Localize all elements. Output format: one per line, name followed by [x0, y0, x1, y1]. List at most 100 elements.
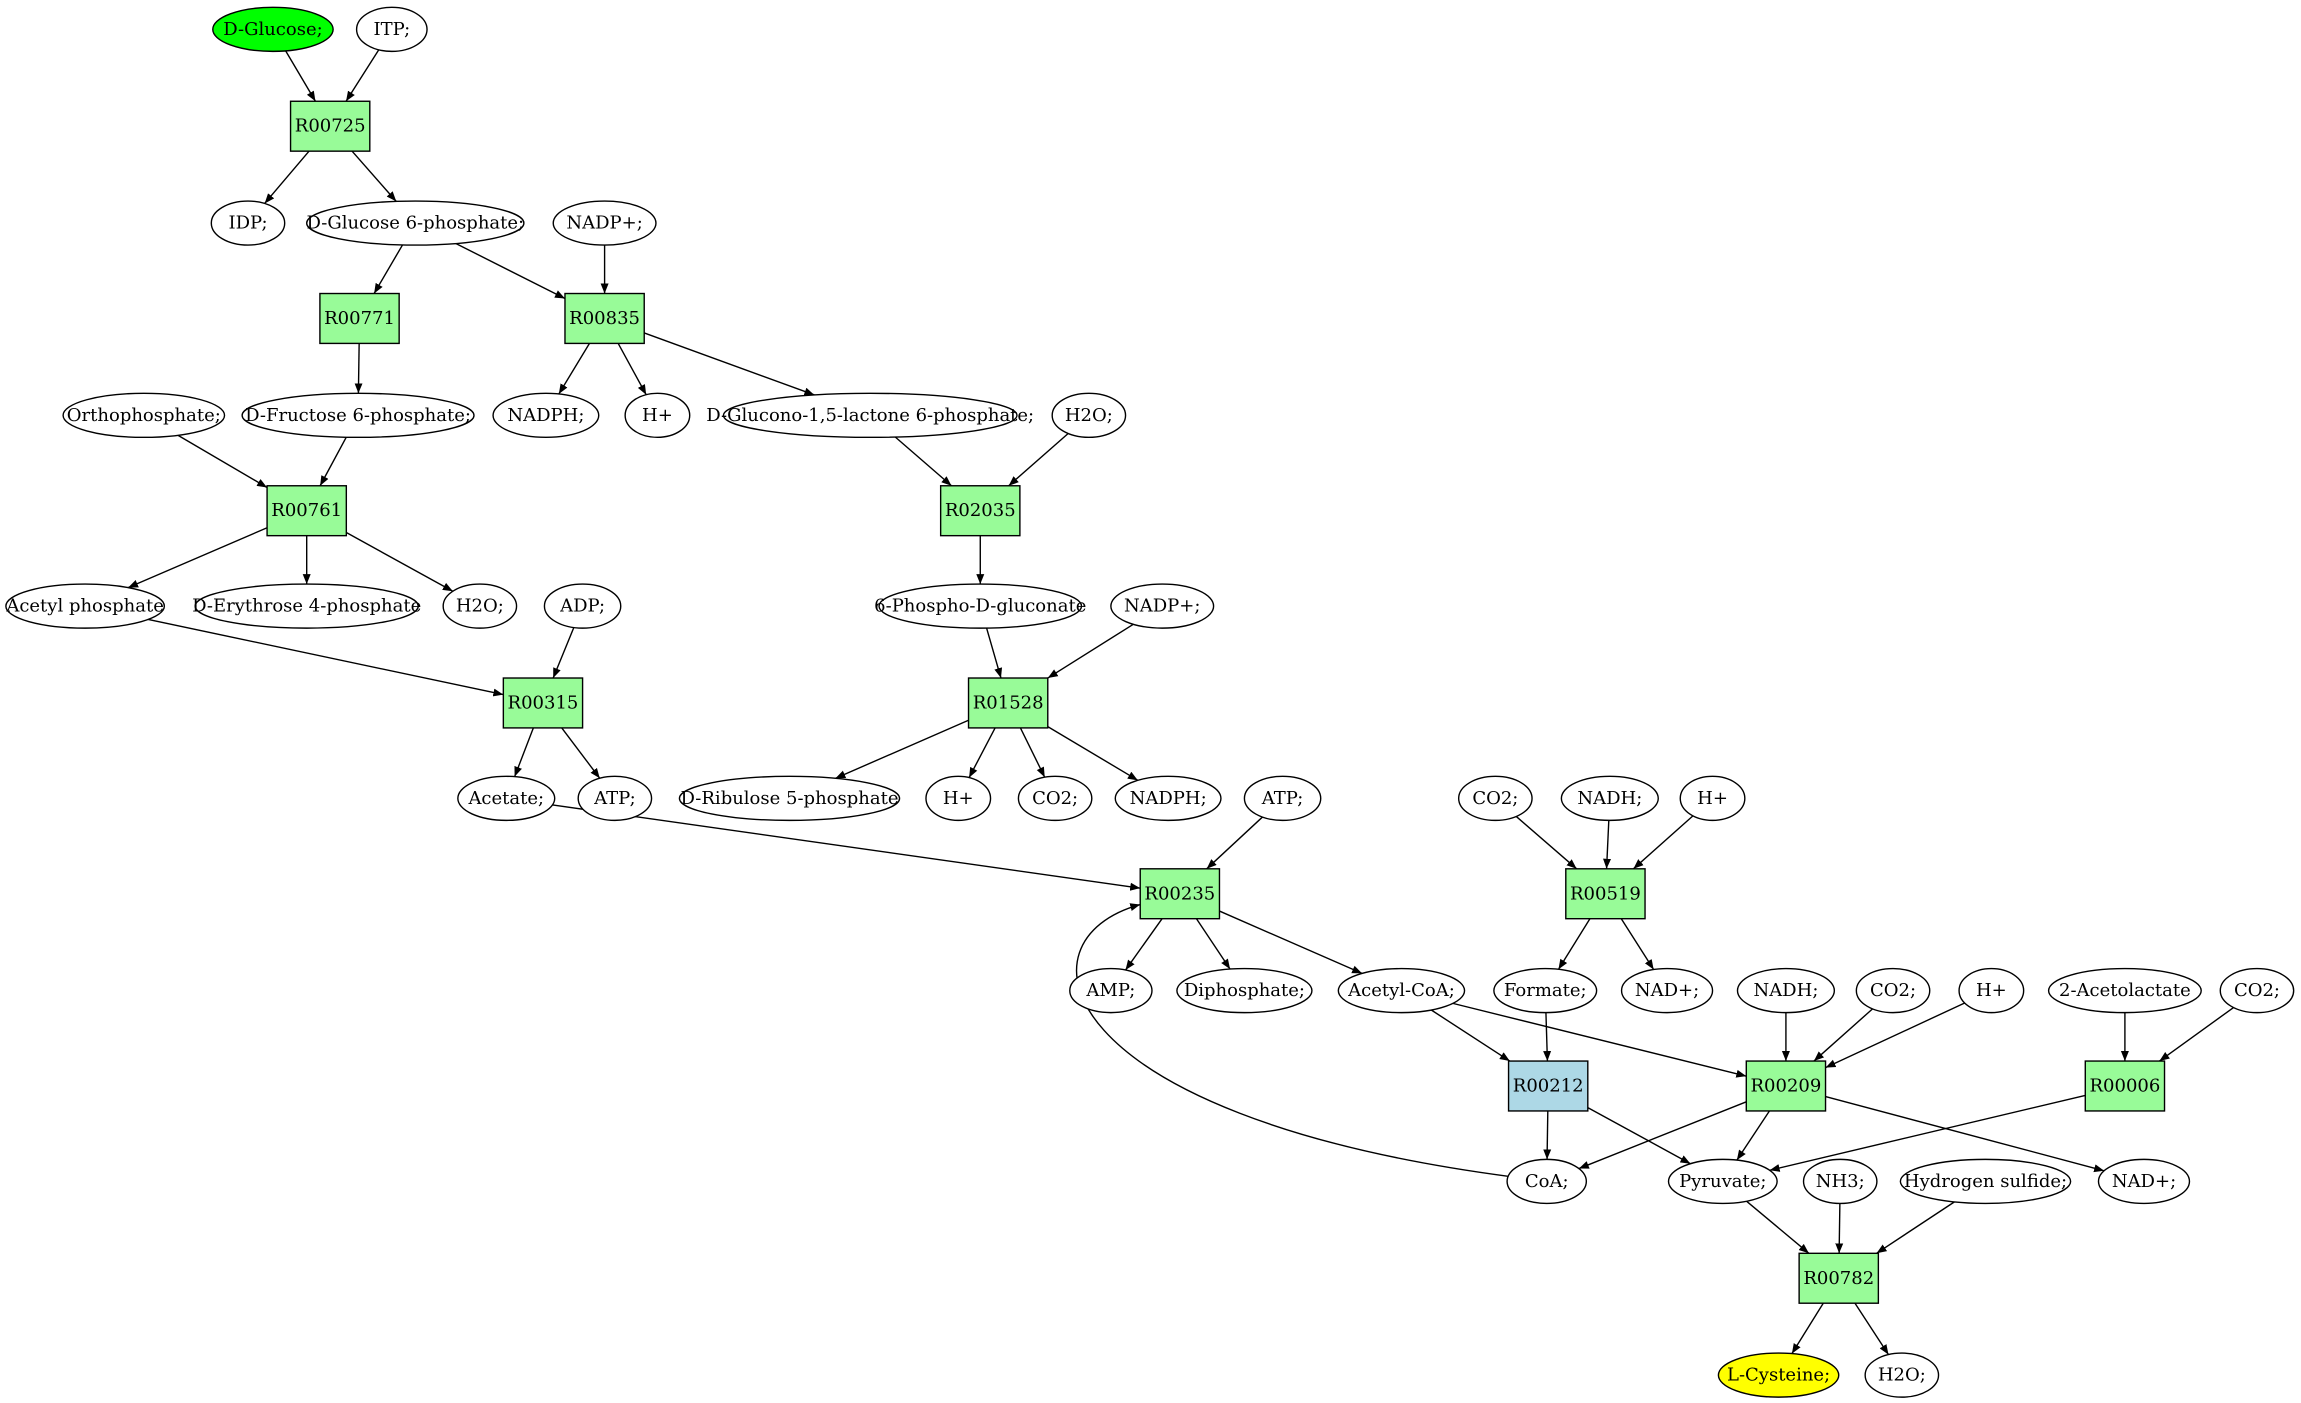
compound-label: CO2; — [1870, 980, 1916, 1001]
compound-node-f6p[interactable]: D-Fructose 6-phosphate; — [241, 392, 475, 439]
edge-r01528-to-ribulose — [835, 719, 969, 779]
compound-node-acetate[interactable]: Acetate; — [457, 775, 556, 822]
compound-label: ITP; — [373, 19, 410, 40]
compound-node-hplus3[interactable]: H+ — [1679, 775, 1746, 822]
compound-node-g6p[interactable]: D-Glucose 6-phosphate; — [306, 200, 525, 246]
compound-node-hplus2[interactable]: H+ — [925, 775, 992, 822]
edge-r00212-to-pyruvate — [1587, 1107, 1691, 1165]
compound-node-nad2[interactable]: NAD+; — [2097, 1158, 2191, 1205]
compound-node-nadph2[interactable]: NADPH; — [1114, 775, 1222, 822]
edge-r00761-to-h2o2 — [345, 531, 454, 592]
compound-ellipse — [1864, 1352, 1940, 1398]
compound-node-nadph1[interactable]: NADPH; — [492, 392, 600, 439]
reaction-label: R00782 — [1803, 1268, 1874, 1289]
compound-node-dglucose[interactable]: D-Glucose; — [212, 6, 334, 53]
compound-node-formate[interactable]: Formate; — [1493, 967, 1598, 1014]
compound-node-nad1[interactable]: NAD+; — [1620, 967, 1714, 1014]
compound-ellipse — [1506, 1158, 1588, 1205]
compound-node-e4p[interactable]: D-Erythrose 4-phosphate — [192, 583, 421, 629]
compound-ellipse — [1243, 775, 1322, 822]
compound-node-acetylcoa[interactable]: Acetyl-CoA; — [1337, 967, 1466, 1014]
compound-node-ortho[interactable]: Orthophosphate; — [62, 392, 226, 439]
reaction-node-r00212[interactable]: R00212 — [1507, 1060, 1589, 1112]
compound-ellipse — [442, 583, 518, 629]
compound-node-co2b[interactable]: CO2; — [1457, 775, 1533, 822]
compound-node-glucolactone[interactable]: D-Glucono-1,5-lactone 6-phosphate; — [706, 392, 1034, 439]
compound-ellipse — [1855, 967, 1931, 1014]
compound-node-atp2[interactable]: ATP; — [1243, 775, 1322, 822]
compound-label: NADP+; — [566, 213, 642, 234]
compound-label: Acetyl phosphate — [5, 596, 164, 617]
compound-ellipse — [543, 583, 622, 629]
compound-ellipse — [624, 392, 691, 439]
compound-node-idp[interactable]: IDP; — [210, 200, 286, 246]
edge-pyruvate-to-r00782 — [1746, 1200, 1810, 1254]
reaction-node-r00315[interactable]: R00315 — [502, 677, 584, 729]
reaction-node-r00835[interactable]: R00835 — [564, 292, 645, 345]
compound-node-pgluconate[interactable]: 6-Phospho-D-gluconate — [874, 583, 1086, 629]
compound-node-nadp1[interactable]: NADP+; — [552, 200, 657, 246]
compound-node-atp1[interactable]: ATP; — [577, 775, 653, 822]
compound-ellipse — [1337, 967, 1466, 1014]
compound-node-acetylp[interactable]: Acetyl phosphate — [5, 583, 166, 629]
compound-node-pyruvate[interactable]: Pyruvate; — [1667, 1158, 1778, 1205]
compound-node-diphosphate[interactable]: Diphosphate; — [1176, 967, 1313, 1014]
edge-r00209-to-nad2 — [1825, 1095, 2105, 1173]
reaction-node-r00235[interactable]: R00235 — [1139, 868, 1221, 920]
compound-ellipse — [1017, 775, 1093, 822]
edge-r00835-to-glucolactone — [643, 332, 815, 396]
edge-acetylp-to-r00315 — [148, 618, 504, 697]
compound-label: H2O; — [1065, 405, 1113, 426]
edge-hplus4-to-r00209 — [1825, 1002, 1965, 1069]
compound-node-co2a[interactable]: CO2; — [1017, 775, 1093, 822]
edge-r00315-to-atp1 — [561, 727, 601, 779]
compound-node-lcys[interactable]: L-Cysteine; — [1717, 1352, 1840, 1398]
reaction-node-r01528[interactable]: R01528 — [967, 677, 1049, 729]
reaction-node-r00725[interactable]: R00725 — [289, 100, 371, 152]
compound-ellipse — [1069, 967, 1153, 1014]
compound-ellipse — [1114, 775, 1222, 822]
compound-label: ADP; — [559, 596, 605, 617]
compound-label: D-Glucose; — [223, 19, 322, 40]
compound-ellipse — [1899, 1158, 2072, 1205]
compound-label: NAD+; — [1635, 980, 1699, 1001]
compound-node-hplus1[interactable]: H+ — [624, 392, 691, 439]
reaction-node-r00519[interactable]: R00519 — [1565, 868, 1646, 920]
reaction-node-r00771[interactable]: R00771 — [319, 292, 400, 345]
compound-ellipse — [306, 200, 525, 246]
compound-node-h2o1[interactable]: H2O; — [1051, 392, 1127, 439]
compound-node-h2o3[interactable]: H2O; — [1864, 1352, 1940, 1398]
reaction-node-r00782[interactable]: R00782 — [1798, 1252, 1880, 1304]
edge-r00725-to-idp — [264, 150, 310, 204]
compound-label: D-Glucose 6-phosphate; — [306, 213, 524, 234]
reaction-node-r00761[interactable]: R00761 — [266, 485, 348, 537]
edge-r01528-to-hplus2 — [968, 727, 996, 778]
compound-node-co2c[interactable]: CO2; — [1855, 967, 1931, 1014]
compound-node-co2d[interactable]: CO2; — [2219, 967, 2295, 1014]
reaction-box — [1798, 1252, 1880, 1304]
reaction-node-r00006[interactable]: R00006 — [2084, 1060, 2166, 1112]
compound-label: NH3; — [1816, 1171, 1865, 1192]
compound-node-nadp2[interactable]: NADP+; — [1110, 583, 1215, 629]
compound-node-itp[interactable]: ITP; — [355, 6, 428, 53]
reaction-node-r00209[interactable]: R00209 — [1745, 1060, 1827, 1112]
edge-co2d-to-r00006 — [2159, 1006, 2234, 1062]
compound-node-nh3[interactable]: NH3; — [1802, 1158, 1878, 1205]
compound-node-nadh1[interactable]: NADH; — [1560, 775, 1659, 822]
compound-node-nadh2[interactable]: NADH; — [1736, 967, 1836, 1014]
edge-dglucose-to-r00725 — [285, 50, 317, 102]
compound-ellipse — [492, 392, 600, 439]
compound-node-coa[interactable]: CoA; — [1506, 1158, 1588, 1205]
compound-node-hplus4[interactable]: H+ — [1958, 967, 2025, 1014]
compound-node-h2o2[interactable]: H2O; — [442, 583, 518, 629]
compound-node-adp[interactable]: ADP; — [543, 583, 622, 629]
compound-label: H+ — [642, 405, 673, 426]
reaction-box — [289, 100, 371, 152]
reaction-node-r02035[interactable]: R02035 — [939, 485, 1021, 537]
compound-node-ribulose[interactable]: D-Ribulose 5-phosphate — [678, 775, 901, 822]
compound-node-h2s[interactable]: Hydrogen sulfide; — [1899, 1158, 2072, 1205]
reaction-box — [1565, 868, 1646, 920]
compound-node-amp[interactable]: AMP; — [1069, 967, 1153, 1014]
compound-node-acetolactate[interactable]: 2-Acetolactate — [2047, 967, 2202, 1014]
